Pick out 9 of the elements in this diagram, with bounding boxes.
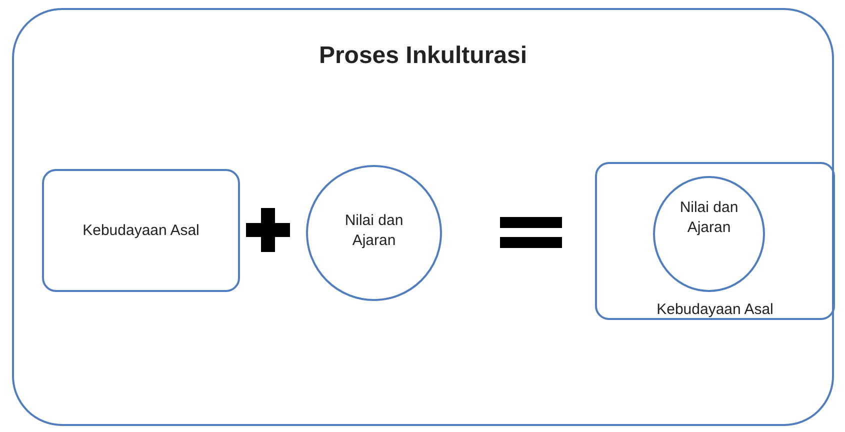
rounded-box: [595, 162, 835, 320]
circle-node: [306, 165, 442, 301]
title: Proses Inkulturasi: [318, 41, 528, 71]
rounded-box: [42, 169, 240, 292]
node-label: Nilai dan Ajaran: [678, 198, 740, 238]
circle-node: [653, 176, 765, 292]
node-label: Nilai dan Ajaran: [344, 211, 404, 252]
node-label: Kebudayaan Asal: [82, 221, 200, 241]
node-label: Kebudayaan Asal: [656, 300, 774, 320]
